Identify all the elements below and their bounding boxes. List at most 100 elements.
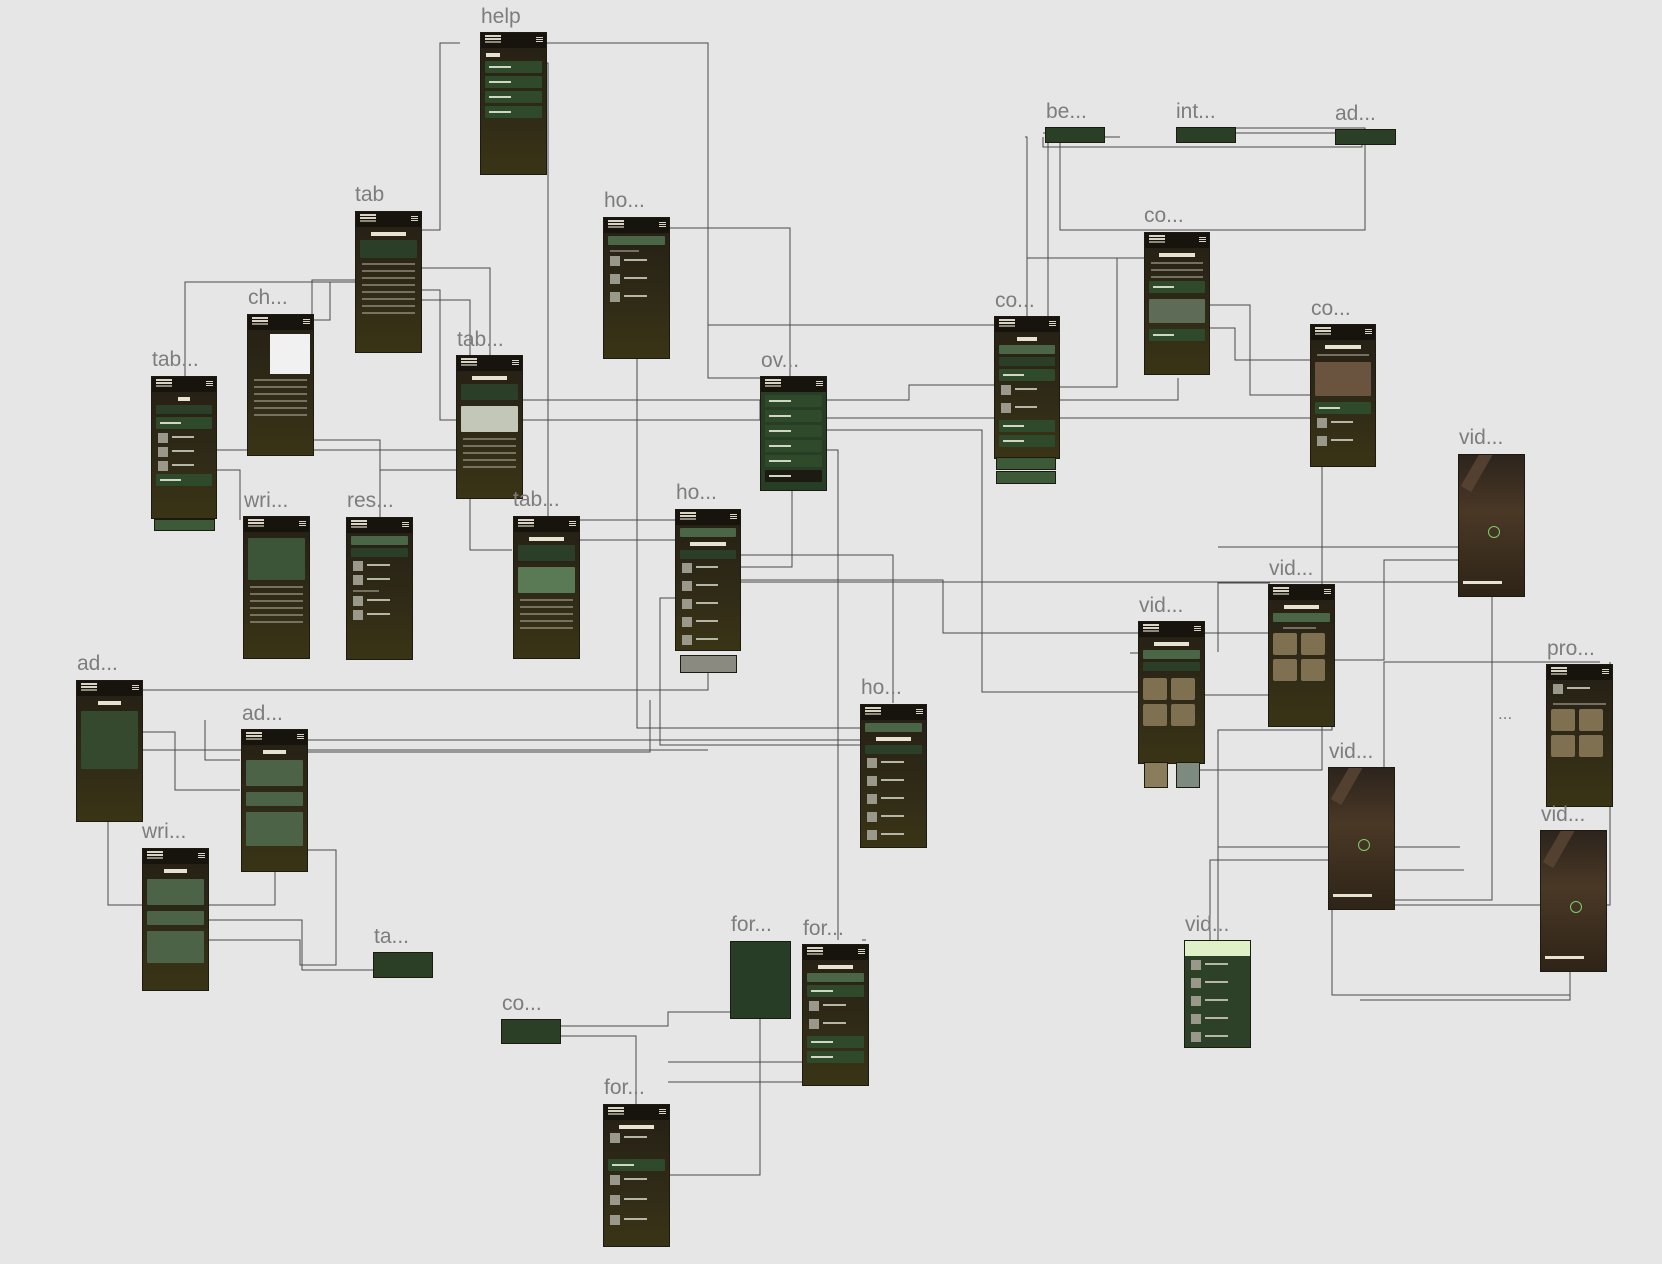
suggestion-item[interactable] [608,292,665,306]
upload-tile[interactable] [1551,735,1575,757]
section-header[interactable] [807,1036,864,1048]
forum-thread-frame[interactable] [604,1105,669,1246]
search-input[interactable] [1273,613,1330,622]
comment-toast-frame[interactable] [502,1020,560,1043]
tab-toast-frame[interactable] [374,953,432,977]
tab-list-item[interactable] [156,461,212,471]
search-input[interactable] [156,405,212,414]
help-frame[interactable] [481,33,546,174]
popular-item[interactable] [865,830,922,844]
upload-grid[interactable] [1547,705,1612,761]
comment-item[interactable] [1189,996,1246,1010]
tabs-list-frame[interactable] [152,377,216,518]
tab-options[interactable] [360,240,417,258]
tab-transpose-frame[interactable] [514,517,579,658]
video-comments-frame[interactable] [1185,941,1250,1047]
video-tile[interactable] [1273,633,1297,655]
chords-frame[interactable] [248,315,313,455]
comment-item[interactable] [1315,436,1371,450]
play-icon[interactable] [1570,901,1583,913]
video-community-frame[interactable] [1139,622,1204,763]
be-flow-frame[interactable] [1046,128,1104,142]
menu-item[interactable] [765,440,822,452]
comments-header[interactable] [1315,402,1371,414]
module-header[interactable] [1149,329,1205,341]
upload-tile[interactable] [1578,735,1603,757]
video-tile[interactable] [1300,659,1325,681]
result-item[interactable] [351,596,408,606]
play-icon[interactable] [1358,838,1371,851]
transpose-panel[interactable] [518,567,575,593]
menu-item[interactable] [765,470,822,482]
result-item[interactable] [351,610,408,620]
menu-item[interactable] [765,395,822,407]
profile-frame[interactable] [1547,665,1612,806]
courses-frame[interactable] [995,317,1059,458]
menu-item[interactable] [765,425,822,437]
video-tile[interactable] [1170,678,1195,700]
write-tab-frame[interactable] [143,849,208,990]
popular-item[interactable] [680,581,736,595]
comment-item[interactable] [1189,1032,1246,1046]
video-tile[interactable] [1143,704,1167,726]
add-picture-frame[interactable] [77,681,142,821]
popular-item[interactable] [865,794,922,808]
tab-options[interactable] [461,384,518,400]
section-header[interactable] [999,369,1055,381]
reply-item[interactable] [608,1195,665,1211]
tab-tuner-frame[interactable] [457,356,522,498]
comment-box[interactable] [248,538,305,580]
tuner-panel[interactable] [461,406,518,432]
form-field[interactable] [246,812,303,846]
tab-detail-frame[interactable] [356,212,421,352]
section-header[interactable] [807,1051,864,1063]
form-field[interactable] [147,879,204,905]
popular-item[interactable] [865,758,922,772]
course-item[interactable] [999,385,1055,399]
course-item[interactable] [999,403,1055,417]
collapsed-section[interactable] [997,458,1055,469]
reply-item[interactable] [608,1215,665,1231]
lesson-thumbnails[interactable] [1149,299,1205,323]
overflow-tile[interactable] [1177,763,1199,787]
menu-item[interactable] [765,455,822,467]
faq-item[interactable] [485,106,542,118]
upload-tile[interactable] [1578,709,1603,731]
reply-item[interactable] [608,1175,665,1191]
overflow-item[interactable] [681,656,736,672]
forum-post-frame[interactable] [731,942,790,1018]
filter-chips[interactable] [1143,662,1200,671]
tab-list-item[interactable] [156,433,212,443]
result-item[interactable] [351,561,408,571]
section-header[interactable] [999,420,1055,432]
home-popular-frame[interactable] [676,510,740,650]
faq-item[interactable] [485,76,542,88]
write-frame[interactable] [244,517,309,658]
thread-item[interactable] [807,1019,864,1033]
overflow-tile[interactable] [1145,763,1167,787]
home-search-frame[interactable] [604,218,669,358]
video-list-frame[interactable] [1269,585,1334,726]
search-input[interactable] [351,536,408,545]
video-thumbnail[interactable] [1315,362,1371,396]
section-header[interactable] [156,474,212,486]
int-flow-frame[interactable] [1177,128,1235,142]
video-player-2-frame[interactable] [1329,768,1394,909]
search-input[interactable] [999,345,1055,354]
popular-item[interactable] [680,563,736,577]
course-detail-frame[interactable] [1145,233,1209,374]
thread-item[interactable] [807,1001,864,1015]
post-item[interactable] [608,1133,665,1151]
video-player-1-frame[interactable] [1459,455,1524,596]
forum-home-frame[interactable] [803,945,868,1085]
ad-flow-frame[interactable] [1336,130,1395,144]
form-field[interactable] [246,792,303,806]
replies-header[interactable] [608,1159,665,1171]
form-field[interactable] [147,931,204,963]
comment-item[interactable] [1189,960,1246,974]
course-comments-frame[interactable] [1311,325,1375,466]
video-grid[interactable] [1269,629,1334,685]
play-icon[interactable] [1488,525,1501,538]
filter-chips[interactable] [351,548,408,557]
collapsed-section[interactable] [997,472,1055,483]
